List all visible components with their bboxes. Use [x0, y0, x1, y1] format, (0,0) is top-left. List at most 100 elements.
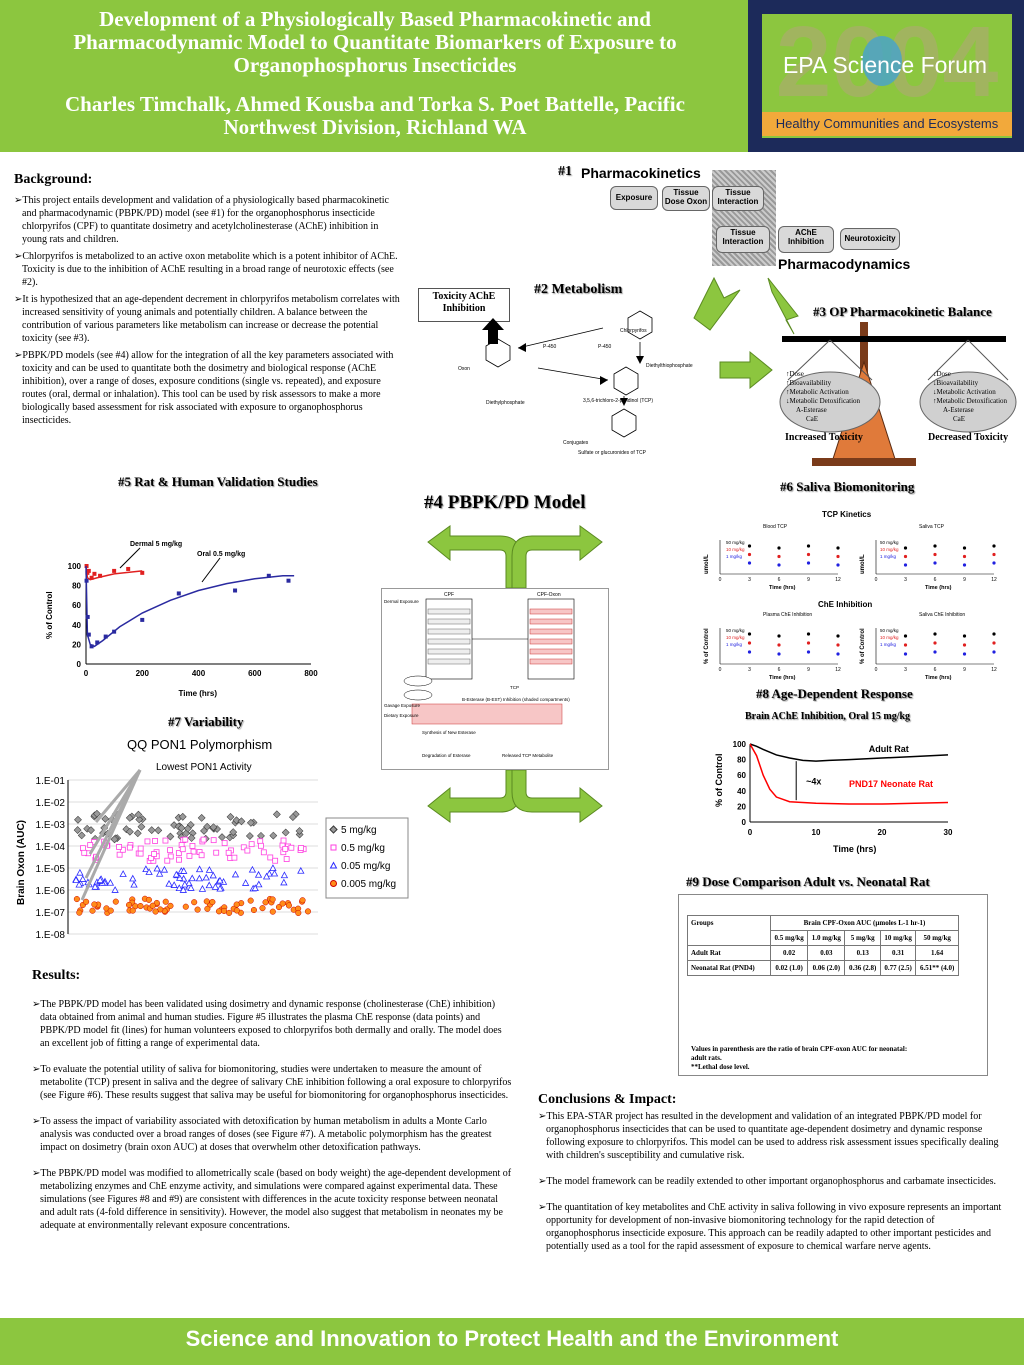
- value-cell: 1.64: [915, 945, 959, 961]
- data-point: [747, 552, 752, 557]
- y-tick-label: 0: [77, 660, 82, 669]
- table-note: Values in parenthesis are the ratio of b…: [691, 1045, 908, 1062]
- footer-text: Science and Innovation to Protect Health…: [185, 1326, 839, 1351]
- data-point: [245, 832, 254, 840]
- data-point: [152, 908, 159, 915]
- data-point: [250, 906, 257, 914]
- model-line: [85, 565, 295, 648]
- x-axis-label: Time (hrs): [769, 585, 796, 591]
- data-point: [119, 870, 127, 877]
- right-item: ↓Dose: [933, 370, 951, 378]
- variability-chart: Lowest PON1 Activity1.E-011.E-021.E-031.…: [16, 762, 409, 941]
- value-cell: 0.36 (2.8): [844, 960, 881, 976]
- y-tick-label: 1.E-03: [36, 820, 66, 831]
- data-point: [112, 629, 117, 634]
- data-point: [933, 641, 937, 645]
- data-point: [297, 866, 305, 874]
- y-tick-label: 1.E-08: [36, 930, 66, 941]
- data-point: [836, 652, 840, 656]
- right-item-text: Metabolic Activation: [936, 388, 996, 396]
- data-point: [747, 561, 752, 565]
- left-item: ↑Metabolic Activation: [786, 388, 849, 396]
- data-point: [186, 852, 193, 859]
- conclusions-bullet: ➢The quantitation of key metabolites and…: [538, 1202, 1002, 1252]
- right-item-text: Metabolic Detoxification: [936, 397, 1008, 405]
- conjugate-ring: [611, 408, 637, 438]
- data-point: [933, 552, 937, 557]
- degradation-label: Degradation of Esterase: [422, 753, 471, 758]
- data-point: [269, 908, 276, 915]
- data-point: [836, 643, 840, 647]
- x-axis-label: Time (hrs): [769, 675, 796, 681]
- data-point: [135, 815, 144, 824]
- panel9-title: Dose Comparison Adult vs. Neonatal Rat: [702, 874, 930, 889]
- x-tick-label: 0: [719, 577, 722, 583]
- data-point: [77, 831, 86, 840]
- data-point: [167, 902, 174, 909]
- value-cell: 0.02 (1.0): [769, 960, 809, 976]
- legend-label: 0.005 mg/kg: [341, 879, 396, 890]
- data-point: [147, 826, 156, 835]
- data-point: [152, 838, 158, 844]
- results-heading: Results:: [32, 968, 81, 983]
- data-point: [137, 902, 144, 910]
- model-arrows-top-icon: [427, 525, 603, 588]
- data-point: [777, 643, 781, 647]
- data-point: [225, 849, 232, 856]
- data-point: [233, 907, 240, 914]
- header-auc: Brain CPF-Oxon AUC (µmoles L-1 hr-1): [770, 915, 959, 931]
- data-point: [903, 643, 908, 647]
- data-point: [202, 873, 210, 881]
- data-point: [272, 810, 281, 819]
- left-item-text: Metabolic Detoxification: [789, 397, 861, 405]
- data-point: [140, 617, 145, 622]
- background-bullet-text: It is hypothesized that an age-dependent…: [22, 294, 400, 344]
- data-point: [189, 843, 196, 849]
- data-point: [933, 561, 937, 565]
- data-point: [144, 838, 151, 845]
- data-point: [179, 886, 187, 893]
- results-bullet-text: The PBPK/PD model was modified to allome…: [40, 1168, 512, 1231]
- decreased-toxicity-label: Decreased Toxicity: [928, 432, 1009, 443]
- value-cell: 6.51** (4.0): [915, 960, 959, 976]
- data-point: [747, 641, 752, 645]
- data-point: [74, 815, 82, 824]
- data-point: [288, 844, 295, 851]
- data-point: [176, 856, 182, 863]
- data-point: [806, 632, 811, 636]
- data-point: [992, 641, 996, 645]
- data-point: [282, 845, 289, 852]
- data-point: [280, 878, 288, 886]
- data-point: [145, 868, 153, 875]
- data-point: [251, 884, 259, 892]
- dermal-label: Dermal Exposure: [384, 599, 419, 604]
- left-item-text: Bioavailability: [789, 379, 832, 387]
- data-point: [216, 876, 224, 884]
- b-esterase-label: B-Esterase (B-EST) Inhibition (shaded co…: [462, 697, 570, 702]
- y-axis-label: % of Control: [704, 628, 710, 664]
- x-axis-label: Time (hrs): [925, 675, 952, 681]
- data-point: [903, 554, 908, 559]
- x-axis-label: Time (hrs): [925, 585, 952, 591]
- data-point: [280, 837, 287, 844]
- fold-label: ~4x: [806, 777, 821, 787]
- dose-cell: 5 mg/kg: [844, 930, 881, 946]
- panel3-title: OP Pharmacokinetic Balance: [829, 304, 992, 319]
- x-tick-label: 200: [136, 669, 150, 678]
- data-point: [79, 875, 87, 882]
- data-point: [226, 909, 233, 916]
- subchart-title: Saliva TCP: [919, 524, 945, 530]
- tcp-ring: [613, 366, 639, 396]
- conclusions-bullet-text: The model framework can be readily exten…: [546, 1176, 997, 1187]
- data-point: [295, 909, 302, 917]
- data-point: [83, 898, 90, 905]
- panel1-number: #1: [558, 164, 572, 179]
- data-point: [166, 832, 175, 841]
- toxicity-arrow-icon: [482, 318, 504, 344]
- data-point: [286, 578, 291, 583]
- data-point: [86, 632, 91, 637]
- y-tick-label: 40: [72, 621, 81, 630]
- data-point: [177, 824, 186, 832]
- data-point: [187, 834, 196, 842]
